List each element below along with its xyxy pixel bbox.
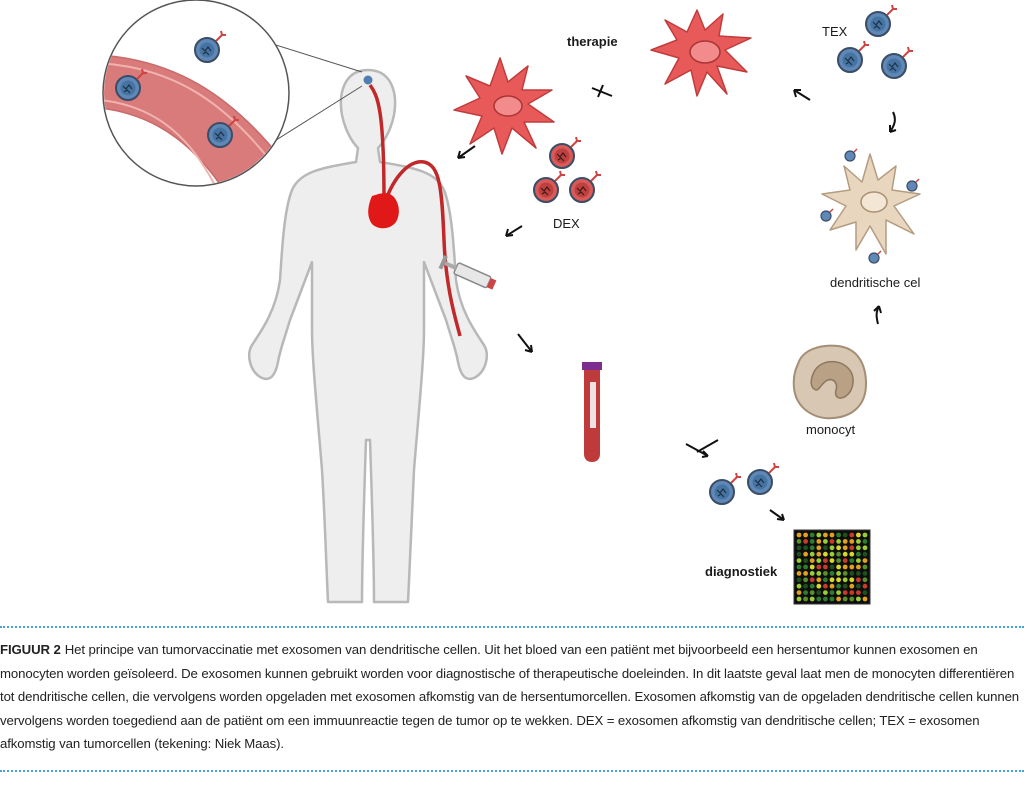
label-tex: TEX bbox=[822, 24, 848, 39]
caption-text: Het principe van tumorvaccinatie met exo… bbox=[0, 642, 1020, 751]
tex-exosomes bbox=[837, 4, 914, 79]
heart bbox=[368, 193, 399, 229]
tumor-vaccination-diagram: therapie TEX DEX dendritische cel monocy… bbox=[102, 0, 921, 605]
microarray bbox=[793, 529, 871, 605]
dendritic-cell-therapy-right bbox=[650, 9, 752, 97]
label-diagnostics: diagnostiek bbox=[705, 564, 778, 579]
label-therapy: therapie bbox=[567, 34, 618, 49]
label-monocyte: monocyt bbox=[806, 422, 856, 437]
diagnostic-exosomes bbox=[709, 462, 780, 505]
caption-label: FIGUUR 2 bbox=[0, 642, 61, 657]
dendritic-cell-therapy-left bbox=[453, 57, 555, 155]
patient-figure bbox=[248, 68, 488, 604]
tumor-spot bbox=[363, 75, 373, 85]
blood-tube bbox=[582, 362, 602, 462]
dex-exosomes bbox=[533, 136, 602, 203]
dendritic-cell-beige bbox=[820, 148, 921, 264]
monocyte bbox=[792, 344, 868, 420]
arrows bbox=[457, 84, 897, 521]
syringe bbox=[438, 255, 497, 290]
vessel-magnification bbox=[102, 0, 363, 187]
label-dendritic-cell: dendritische cel bbox=[830, 275, 920, 290]
label-dex: DEX bbox=[553, 216, 580, 231]
